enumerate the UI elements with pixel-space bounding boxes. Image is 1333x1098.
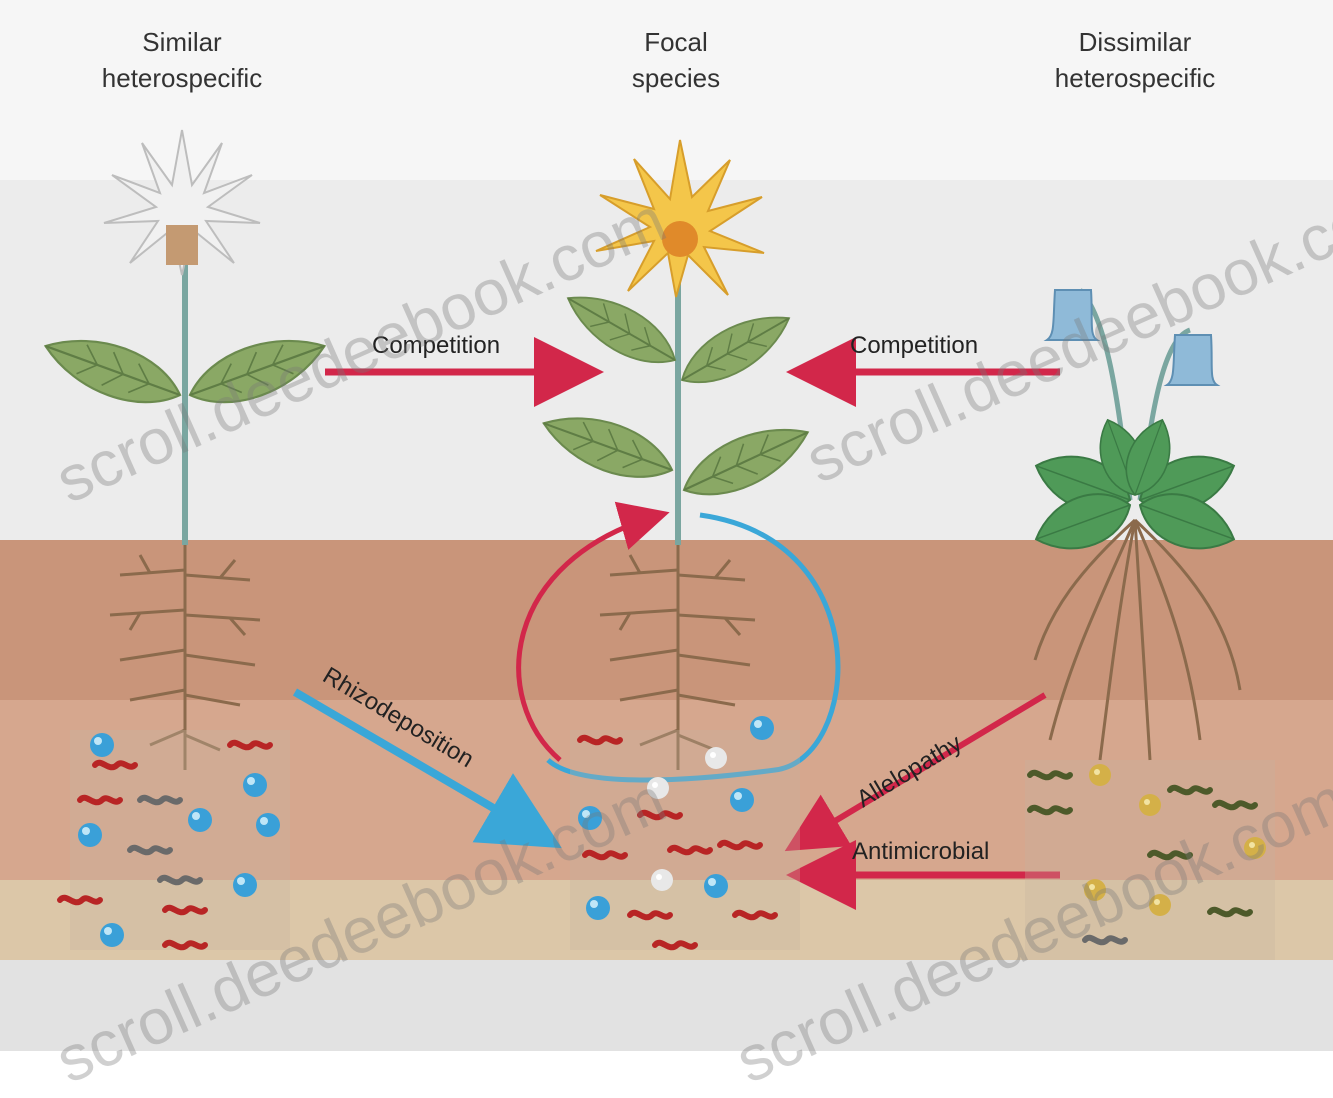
label-competition-right: Competition [850,332,978,360]
center-soil-microbes [570,716,800,950]
diagram-stage: Similar heterospecific Focal species Dis… [0,0,1333,1051]
right-soil-microbes [1025,760,1275,960]
label-competition-left: Competition [372,332,500,360]
blue-bell-flower-2 [1167,335,1217,385]
diagram-canvas [0,0,1333,1051]
title-dissimilar-heterospecific: Dissimilar heterospecific [1005,24,1265,96]
bottom-band [0,960,1333,1051]
left-soil-microbes [60,730,290,950]
title-similar-heterospecific: Similar heterospecific [52,24,312,96]
label-antimicrobial: Antimicrobial [852,838,989,866]
blue-bell-flower-1 [1047,290,1097,340]
title-focal-species: Focal species [546,24,806,96]
